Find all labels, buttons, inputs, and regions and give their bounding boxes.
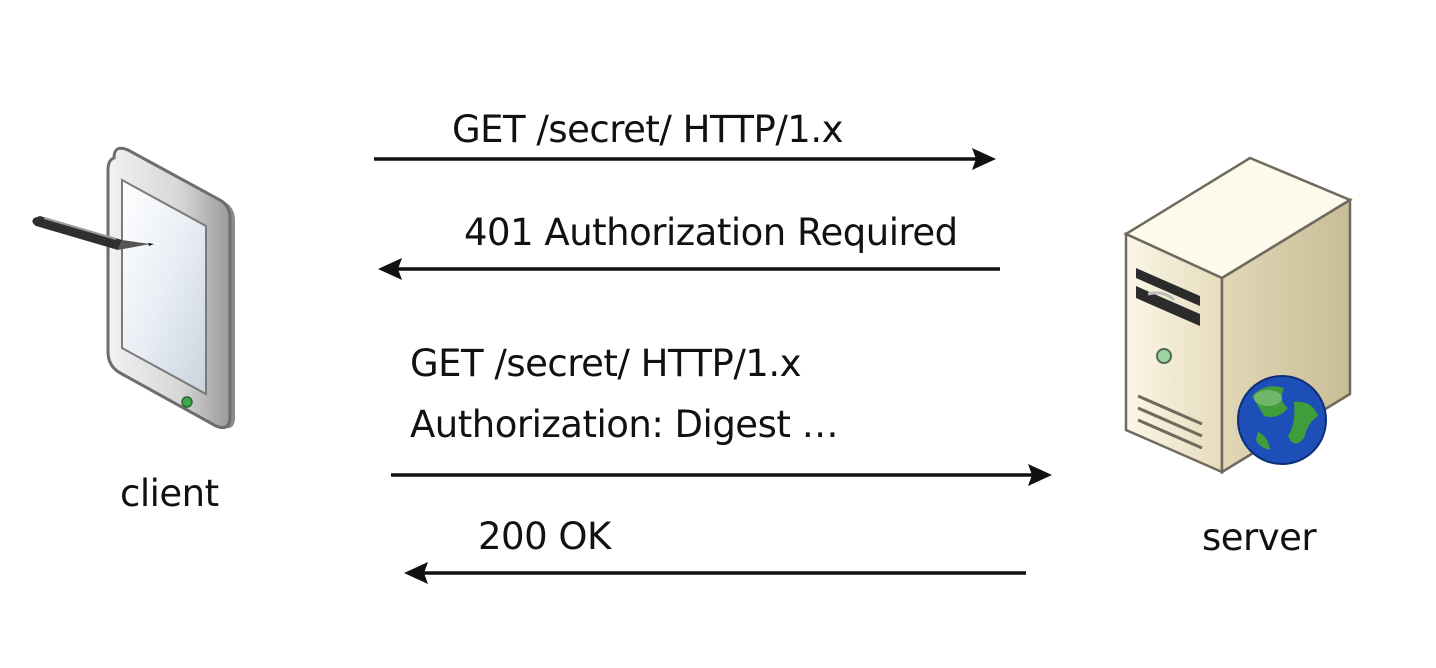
globe-icon bbox=[1237, 375, 1327, 465]
server-with-globe-icon bbox=[1123, 156, 1353, 475]
stylus-icon bbox=[32, 216, 154, 250]
message-3-line-1: GET /secret/ HTTP/1.x bbox=[410, 342, 802, 385]
message-4-text: 200 OK bbox=[478, 515, 611, 558]
client-label: client bbox=[120, 472, 219, 515]
message-2-text: 401 Authorization Required bbox=[464, 211, 958, 254]
message-3-line-2: Authorization: Digest … bbox=[410, 403, 839, 446]
message-1-text: GET /secret/ HTTP/1.x bbox=[452, 108, 844, 151]
tablet-with-stylus-icon bbox=[32, 146, 235, 430]
server-label: server bbox=[1202, 516, 1317, 559]
